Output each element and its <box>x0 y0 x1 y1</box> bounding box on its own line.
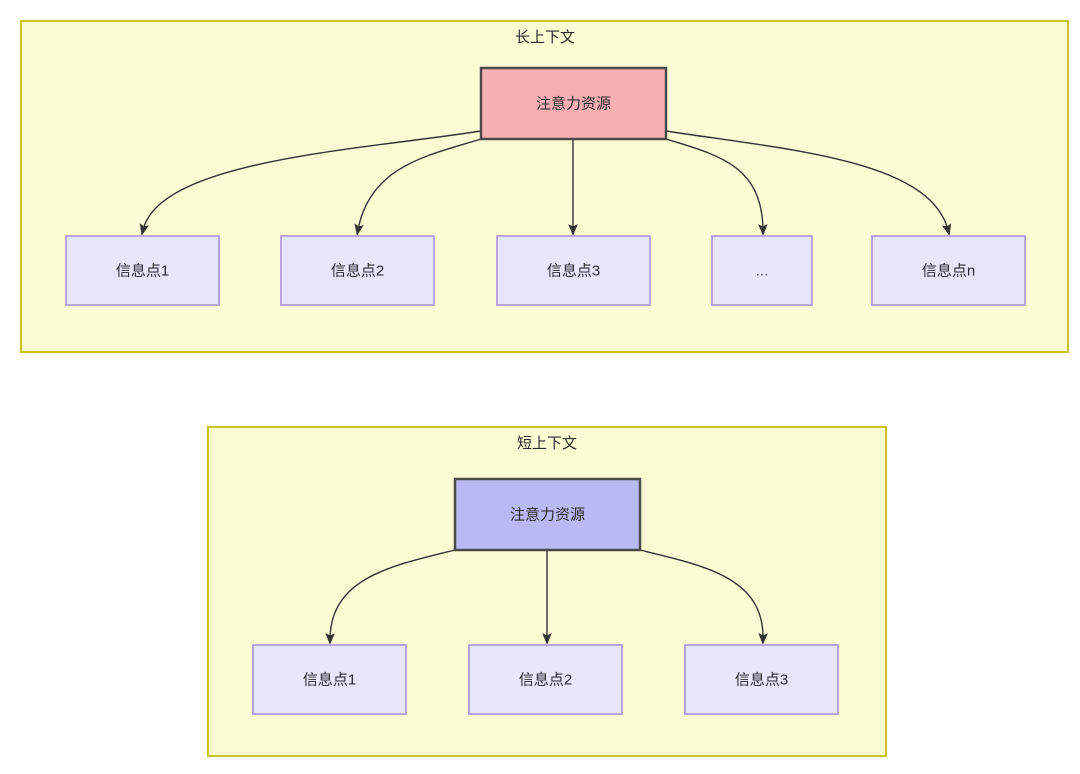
edge-long-context-4 <box>665 130 952 236</box>
leaf-node-box-long-context-2[interactable] <box>496 235 651 306</box>
panel-title-long-context: 长上下文 <box>515 29 575 46</box>
root-node-label-long-context: 注意力资源 <box>536 94 611 112</box>
root-node-label-short-context: 注意力资源 <box>510 505 585 523</box>
edge-long-context-1 <box>354 138 482 236</box>
leaf-node-label-long-context-4: 信息点n <box>922 262 975 279</box>
leaf-node-label-short-context-2: 信息点3 <box>735 671 788 688</box>
leaf-node-label-long-context-1: 信息点2 <box>331 262 384 279</box>
leaf-node-label-long-context-0: 信息点1 <box>116 262 169 279</box>
edge-long-context-0 <box>139 130 482 236</box>
edge-short-context-2 <box>639 549 768 645</box>
leaf-node-box-long-context-0[interactable] <box>65 235 220 306</box>
leaf-node-box-long-context-1[interactable] <box>280 235 435 306</box>
leaf-node-box-long-context-4[interactable] <box>871 235 1026 306</box>
root-node-box-short-context[interactable] <box>453 477 642 552</box>
leaf-node-label-short-context-0: 信息点1 <box>303 671 356 688</box>
leaf-node-label-short-context-1: 信息点2 <box>519 671 572 688</box>
edge-long-context-3 <box>665 138 768 236</box>
leaf-node-box-short-context-0[interactable] <box>252 644 407 715</box>
leaf-node-box-short-context-1[interactable] <box>468 644 623 715</box>
leaf-node-box-short-context-2[interactable] <box>684 644 839 715</box>
panel-title-short-context: 短上下文 <box>517 435 577 452</box>
edge-short-context-0 <box>325 549 456 645</box>
leaf-node-label-long-context-2: 信息点3 <box>547 262 600 279</box>
leaf-node-box-long-context-3[interactable] <box>711 235 813 306</box>
root-node-box-long-context[interactable] <box>479 66 668 141</box>
leaf-node-label-long-context-3: ... <box>756 262 769 279</box>
